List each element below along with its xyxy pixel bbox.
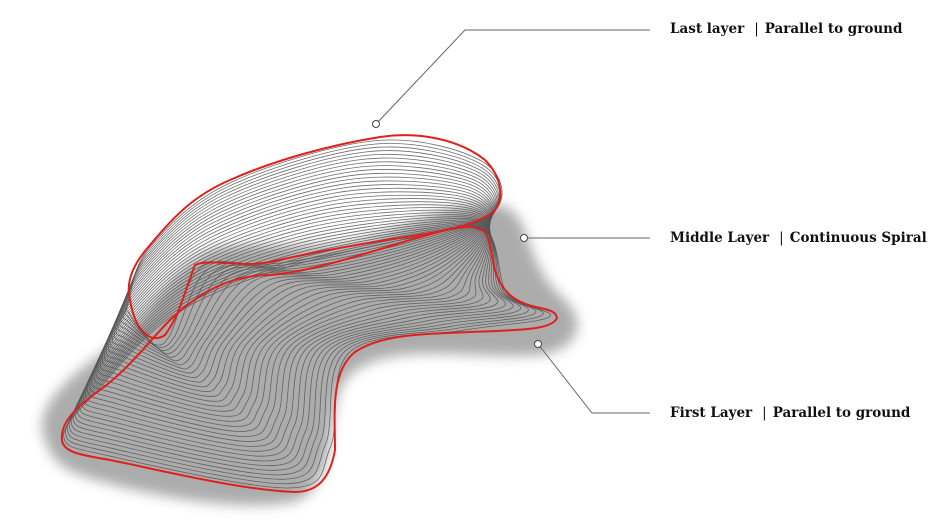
annotation-last-name: Last layer bbox=[670, 21, 745, 37]
layer-slice-line bbox=[70, 223, 522, 471]
layer-slice-line bbox=[91, 204, 490, 422]
layer-slice-line bbox=[121, 150, 500, 355]
ground-shadow bbox=[42, 203, 578, 506]
layer-slice-line bbox=[122, 146, 501, 352]
layer-slice-line bbox=[80, 216, 491, 447]
layer-slice-line bbox=[103, 184, 493, 393]
marker-first bbox=[534, 340, 542, 348]
layer-slice-line bbox=[68, 224, 529, 476]
layer-slice-line bbox=[89, 207, 490, 427]
marker-last bbox=[372, 120, 380, 128]
layer-slice-line bbox=[78, 217, 491, 452]
leader-first bbox=[534, 340, 650, 414]
last-layer-outline bbox=[127, 134, 502, 340]
annotation-first-note: Parallel to ground bbox=[772, 405, 911, 421]
annotation-middle-note: Continuous Spiral bbox=[789, 230, 927, 246]
layer-slice-line bbox=[105, 180, 493, 388]
layer-slice-line bbox=[111, 169, 495, 374]
layer-slice-line bbox=[99, 191, 492, 402]
first-layer-outline bbox=[60, 225, 559, 494]
layer-slice-line bbox=[66, 225, 537, 480]
layer-slice-line bbox=[110, 172, 494, 378]
layer-slice-line bbox=[76, 219, 499, 457]
leader-middle bbox=[520, 234, 650, 242]
annotation-middle-layer: Middle Layer|Continuous Spiral bbox=[670, 230, 927, 246]
layer-slice-line bbox=[115, 161, 497, 366]
annotation-last-note: Parallel to ground bbox=[764, 21, 903, 37]
annotation-last-layer: Last layer|Parallel to ground bbox=[670, 21, 903, 37]
layer-slice-line bbox=[74, 220, 506, 462]
layer-slice-line bbox=[101, 187, 492, 397]
annotation-first-name: First Layer bbox=[670, 405, 753, 421]
layer-slice-line bbox=[93, 201, 491, 417]
leader-last bbox=[372, 29, 650, 128]
layer-slice-line bbox=[113, 165, 496, 370]
layer-slice-line bbox=[117, 157, 498, 362]
layer-slices bbox=[63, 139, 551, 489]
annotation-middle-name: Middle Layer bbox=[670, 230, 770, 246]
layer-slice-line bbox=[107, 176, 494, 383]
layer-slice-line bbox=[97, 194, 491, 407]
annotation-first-layer: First Layer|Parallel to ground bbox=[670, 405, 911, 421]
layer-slice-line bbox=[95, 198, 491, 412]
marker-middle bbox=[520, 234, 528, 242]
layer-slice-line bbox=[72, 222, 514, 467]
layer-slice-line bbox=[119, 153, 499, 358]
layer-slice-line bbox=[84, 212, 491, 437]
layer-slice-line bbox=[65, 226, 544, 485]
